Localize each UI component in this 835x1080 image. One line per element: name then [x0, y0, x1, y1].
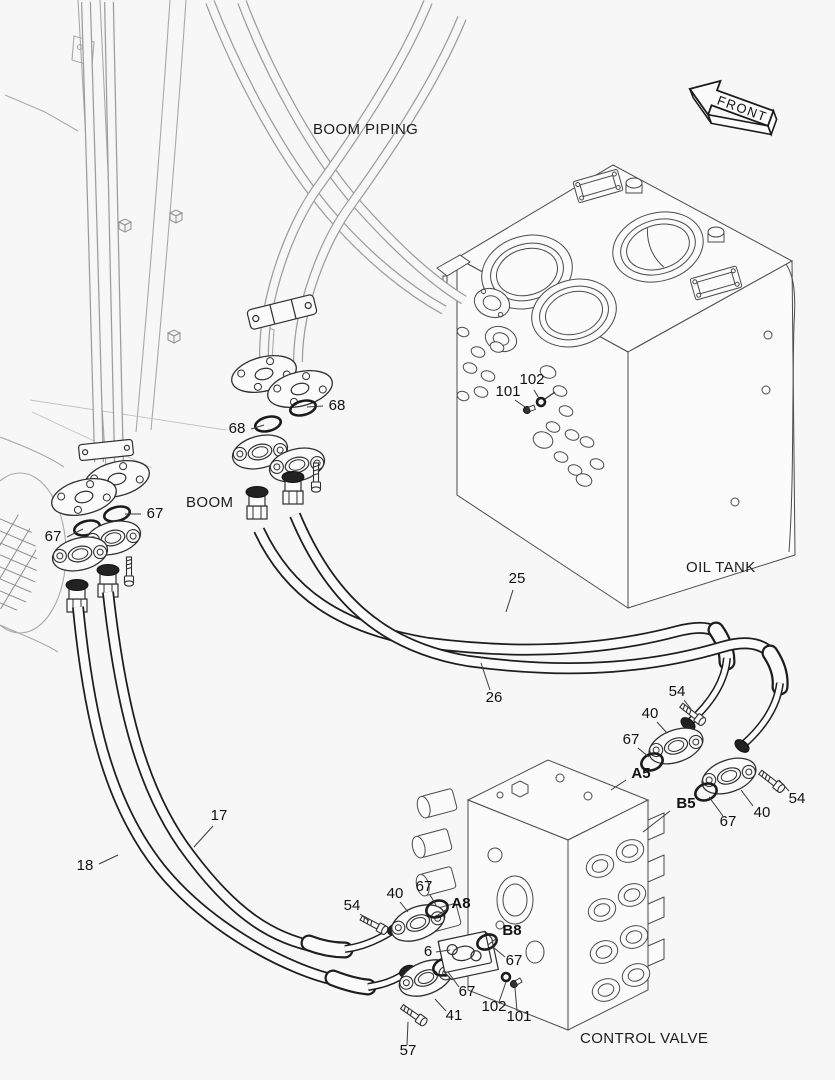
part-label-54: 54 — [789, 790, 806, 807]
machine-body — [0, 436, 67, 653]
part-label-40: 40 — [754, 804, 771, 821]
caption-oil-tank: OIL TANK — [686, 559, 756, 576]
part-label-57: 57 — [400, 1042, 417, 1059]
leader-line-A5 — [610, 779, 627, 791]
tank-ports — [456, 326, 773, 507]
part-label-26: 26 — [486, 689, 503, 706]
part-label-68: 68 — [329, 397, 346, 414]
part-label-102: 102 — [519, 371, 544, 388]
leader-line-40 — [656, 721, 668, 734]
leader-line-18 — [98, 854, 119, 865]
control-valve — [411, 759, 665, 1031]
tank-hardware — [521, 391, 556, 416]
part-label-67: 67 — [720, 813, 737, 830]
valve-spools — [585, 839, 651, 1002]
part-label-18: 18 — [77, 857, 94, 874]
oring-102 — [500, 971, 512, 983]
leader-line-67 — [492, 946, 506, 958]
part-label-101: 101 — [506, 1008, 531, 1025]
caption-boom: BOOM — [186, 494, 233, 511]
leader-line-67 — [447, 971, 460, 988]
part-label-101: 101 — [495, 383, 520, 400]
oring-67 — [694, 782, 718, 802]
caption-control-valve: CONTROL VALVE — [580, 1030, 708, 1047]
oring-68 — [253, 415, 283, 433]
part-label-54: 54 — [669, 683, 686, 700]
leader-line-17 — [193, 825, 214, 848]
part-label-A5: A5 — [631, 765, 650, 782]
left-flange-assembly — [47, 453, 154, 613]
part-label-102: 102 — [481, 998, 506, 1015]
leader-line-B8 — [487, 937, 498, 946]
clamp-40 — [696, 750, 762, 802]
hose-17 — [102, 591, 403, 959]
leader-line-67 — [637, 747, 650, 758]
leader-line-67 — [708, 796, 724, 817]
leader-line-A8 — [437, 908, 448, 916]
bolt-57 — [398, 1002, 429, 1028]
part-label-6: 6 — [424, 943, 432, 960]
leader-line-54 — [683, 699, 692, 710]
leader-line-40 — [399, 901, 409, 913]
boom-pipes — [78, 0, 467, 465]
oring-67 — [640, 752, 664, 772]
leader-line-67 — [66, 528, 84, 538]
clamp-40 — [643, 720, 709, 772]
oil-tank — [436, 164, 796, 609]
leader-line-41 — [434, 998, 447, 1012]
part-label-67: 67 — [459, 983, 476, 1000]
bolt-54 — [757, 768, 787, 795]
part-label-B8: B8 — [502, 922, 521, 939]
part-label-67: 67 — [623, 731, 640, 748]
leader-line-6 — [435, 949, 451, 953]
leader-line-26 — [480, 662, 491, 691]
part-label-68: 68 — [229, 420, 246, 437]
part-label-17: 17 — [211, 807, 228, 824]
leader-line-102 — [533, 389, 541, 401]
part-label-67: 67 — [506, 952, 523, 969]
leader-line-67 — [429, 894, 437, 906]
captions: BOOM PIPING BOOM OIL TANK CONTROL VALVE — [186, 121, 756, 1047]
leader-line-101 — [514, 987, 518, 1012]
part-label-67: 67 — [147, 505, 164, 522]
part-label-40: 40 — [642, 705, 659, 722]
part-labels: 6868676717182526102101544067A5B567405454… — [45, 371, 806, 1059]
leader-line-102 — [498, 981, 507, 1003]
front-arrow: FRONT — [688, 79, 778, 137]
part-label-67: 67 — [416, 878, 433, 895]
leader-line-57 — [406, 1021, 409, 1046]
oring-68 — [288, 399, 318, 417]
oring-102 — [535, 396, 547, 408]
leader-line-25 — [505, 589, 514, 613]
leader-line-68 — [250, 424, 265, 430]
leader-line-68 — [306, 405, 324, 408]
part-label-B5: B5 — [676, 795, 695, 812]
part-label-67: 67 — [45, 528, 62, 545]
leader-line-40 — [740, 789, 754, 807]
leader-line-B5 — [642, 810, 671, 833]
part-label-54: 54 — [344, 897, 361, 914]
part-label-A8: A8 — [451, 895, 470, 912]
boom-structure — [4, 0, 275, 471]
leader-line-54 — [778, 779, 790, 792]
leader-line-54 — [359, 913, 370, 922]
leader-line-101 — [514, 399, 526, 408]
hose-18 — [72, 606, 415, 996]
hoses — [72, 512, 789, 996]
leader-lines — [66, 389, 790, 1046]
part-label-40: 40 — [387, 885, 404, 902]
part-label-41: 41 — [446, 1007, 463, 1024]
hose-26 — [289, 512, 789, 753]
caption-boom-piping: BOOM PIPING — [313, 121, 418, 138]
part-label-25: 25 — [509, 570, 526, 587]
bolt — [123, 556, 135, 587]
